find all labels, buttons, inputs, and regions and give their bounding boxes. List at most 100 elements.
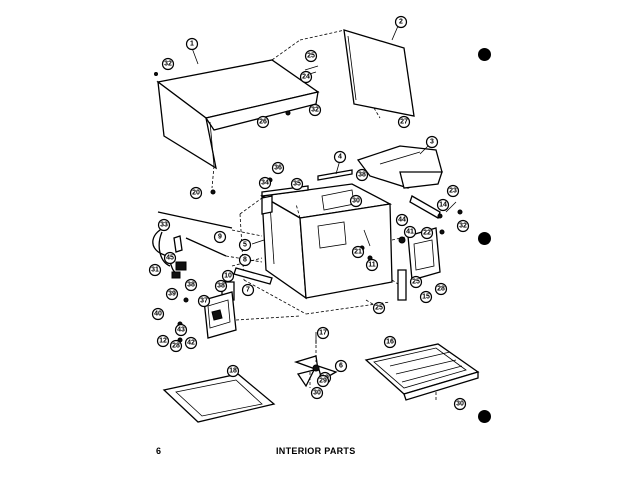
svg-text:25: 25 (375, 305, 383, 312)
left-rod-parts (157, 211, 263, 263)
svg-text:1: 1 (190, 41, 194, 48)
svg-text:45: 45 (166, 255, 174, 262)
callout-16: 16 (383, 335, 397, 349)
svg-text:14: 14 (439, 202, 447, 209)
back-panel-part (302, 29, 415, 119)
svg-text:16: 16 (386, 339, 394, 346)
svg-text:15: 15 (422, 294, 430, 301)
svg-text:27: 27 (400, 119, 408, 126)
svg-text:37: 37 (200, 298, 208, 305)
callout-36: 36 (271, 161, 285, 175)
svg-text:12: 12 (159, 338, 167, 345)
callout-4: 4 (333, 150, 347, 164)
callout-41: 41 (403, 225, 417, 239)
control-bracket-assembly (177, 291, 301, 343)
callout-28b: 28 (434, 282, 448, 296)
binder-hole-middle (478, 232, 491, 245)
callout-25a: 25 (304, 49, 318, 63)
callout-32c: 32 (456, 219, 470, 233)
svg-text:3: 3 (430, 139, 434, 146)
callout-30c: 30 (453, 397, 467, 411)
callout-1: 1 (185, 37, 199, 51)
svg-text:38: 38 (358, 172, 366, 179)
svg-text:8: 8 (243, 257, 247, 264)
svg-text:25: 25 (412, 279, 420, 286)
svg-text:30: 30 (313, 390, 321, 397)
svg-text:24: 24 (302, 74, 310, 81)
callout-34: 34 (258, 176, 272, 190)
callout-38a: 38 (355, 168, 369, 182)
callout-17: 17 (316, 326, 330, 340)
callout-30a: 30 (349, 194, 363, 208)
svg-text:6: 6 (339, 363, 343, 370)
svg-text:41: 41 (406, 229, 414, 236)
binder-hole-top (478, 48, 491, 61)
callout-20: 20 (189, 186, 203, 200)
svg-text:38: 38 (217, 283, 225, 290)
callout-15: 15 (419, 290, 433, 304)
binder-hole-bottom (478, 410, 491, 423)
callout-22: 22 (420, 226, 434, 240)
svg-text:25: 25 (307, 53, 315, 60)
svg-text:11: 11 (368, 262, 376, 269)
callout-3: 3 (425, 135, 439, 149)
svg-text:34: 34 (261, 180, 269, 187)
svg-text:7: 7 (246, 287, 250, 294)
page-title: INTERIOR PARTS (276, 446, 356, 456)
svg-text:17: 17 (319, 330, 327, 337)
callout-32b: 32 (308, 103, 322, 117)
svg-text:43: 43 (177, 327, 185, 334)
svg-text:23: 23 (449, 188, 457, 195)
svg-text:29: 29 (319, 378, 327, 385)
callout-38c: 38 (214, 279, 228, 293)
svg-text:5: 5 (243, 242, 247, 249)
callout-8: 8 (238, 253, 252, 267)
callout-21: 21 (351, 245, 365, 259)
svg-text:21: 21 (354, 249, 362, 256)
right-side-parts (365, 195, 463, 307)
callout-28a: 28 (169, 339, 183, 353)
svg-text:44: 44 (398, 217, 406, 224)
callout-45: 45 (163, 251, 177, 265)
oven-cavity-part (239, 183, 393, 315)
callout-2: 2 (394, 15, 408, 29)
callout-38b: 38 (184, 278, 198, 292)
svg-text:35: 35 (293, 181, 301, 188)
callout-23: 23 (446, 184, 460, 198)
svg-text:28: 28 (172, 343, 180, 350)
svg-text:32: 32 (311, 107, 319, 114)
callout-5: 5 (238, 238, 252, 252)
svg-text:9: 9 (218, 234, 222, 241)
callout-24: 24 (299, 70, 313, 84)
svg-text:32: 32 (459, 223, 467, 230)
callout-10: 10 (221, 269, 235, 283)
callout-25c: 25 (372, 301, 386, 315)
svg-text:33: 33 (160, 222, 168, 229)
svg-text:18: 18 (229, 368, 237, 375)
svg-text:31: 31 (151, 267, 159, 274)
callout-27: 27 (397, 115, 411, 129)
top-duct-part (356, 145, 443, 189)
svg-text:42: 42 (187, 340, 195, 347)
svg-text:2: 2 (399, 19, 403, 26)
callout-39: 39 (165, 287, 179, 301)
svg-text:39: 39 (168, 291, 176, 298)
callout-31: 31 (148, 263, 162, 277)
callout-42: 42 (184, 336, 198, 350)
callout-11: 11 (365, 258, 379, 272)
svg-text:20: 20 (192, 190, 200, 197)
svg-text:4: 4 (338, 154, 342, 161)
wiring-harness-part (152, 225, 187, 279)
page-number: 6 (156, 446, 162, 456)
callout-7: 7 (241, 283, 255, 297)
callout-40: 40 (151, 307, 165, 321)
svg-text:30: 30 (352, 198, 360, 205)
callout-37: 37 (197, 294, 211, 308)
svg-text:32: 32 (164, 61, 172, 68)
callout-32a: 32 (161, 57, 175, 71)
callout-44: 44 (395, 213, 409, 227)
svg-text:10: 10 (224, 273, 232, 280)
outer-cabinet-part (154, 29, 346, 195)
callout-30b: 30 (310, 386, 324, 400)
